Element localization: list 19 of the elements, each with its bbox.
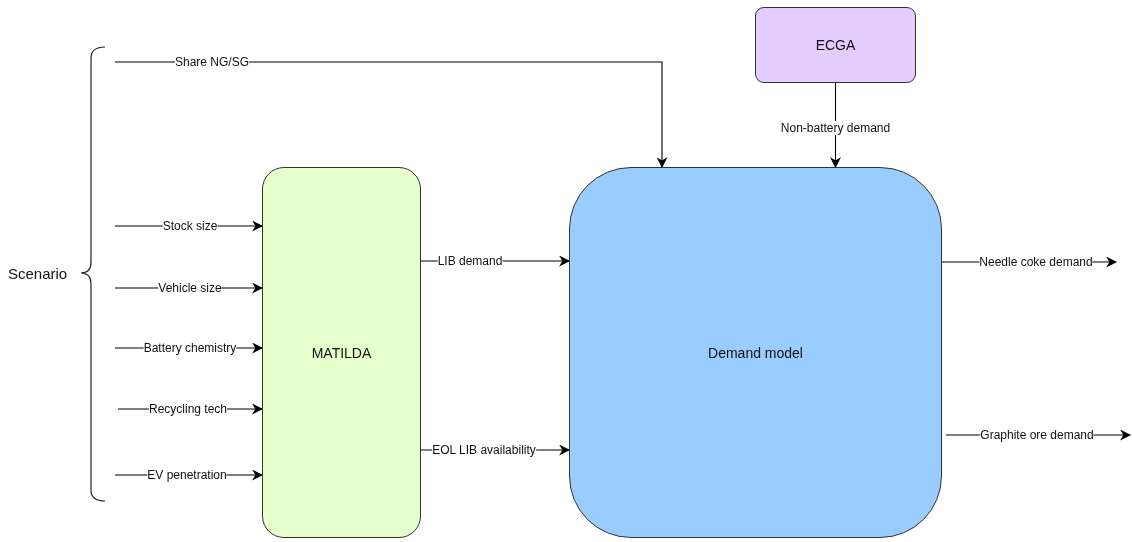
edge-label: Graphite ore demand xyxy=(980,428,1094,442)
edge-label: EV penetration xyxy=(147,468,227,482)
scenario-label: Scenario xyxy=(8,264,68,282)
edge-label: Share NG/SG xyxy=(175,55,249,69)
edge-label: LIB demand xyxy=(437,254,503,268)
edge-label: Recycling tech xyxy=(149,402,227,416)
node-label: ECGA xyxy=(815,37,856,53)
model-box xyxy=(569,167,942,538)
edge-label: EOL LIB availability xyxy=(432,443,536,457)
node-label: Demand model xyxy=(708,344,803,361)
arrow xyxy=(830,82,841,169)
edge-label: Needle coke demand xyxy=(979,255,1093,269)
model-box xyxy=(262,167,421,538)
edge-label: Stock size xyxy=(162,219,218,233)
edge-label: Non-battery demand xyxy=(780,121,891,135)
edge-label: Vehicle size xyxy=(158,281,222,295)
edge-label: Battery chemistry xyxy=(143,341,237,355)
node-label: MATILDA xyxy=(311,344,372,361)
model-box xyxy=(755,7,916,83)
